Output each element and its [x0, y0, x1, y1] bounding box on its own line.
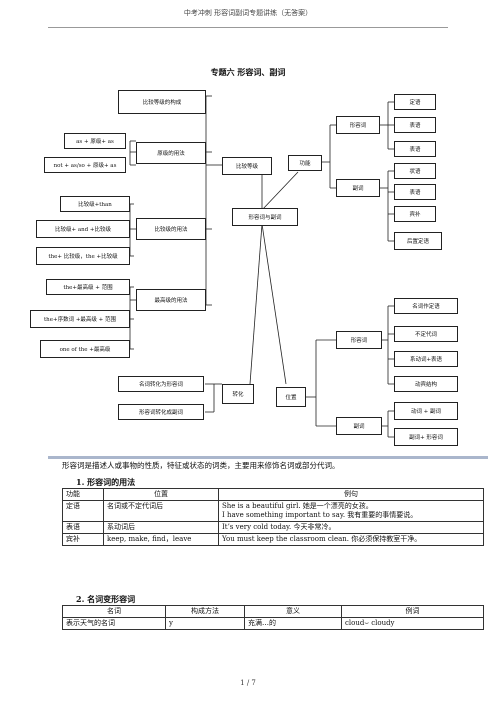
- page-header: 中考冲刺 形容词副词专题讲练（无答案）: [183, 9, 313, 17]
- mind-map-connectors: [129, 95, 394, 438]
- node-function-adj-item-1: 定语: [394, 94, 436, 110]
- node-function-adv-item-4: 后置定语: [394, 232, 442, 250]
- node-adj-to-adv: 形容词转化成副词: [118, 404, 204, 420]
- table-cell: She is a beautiful girl. 她是一个漂亮的女孩。 I ha…: [218, 500, 484, 522]
- node-conversion: 转化: [222, 384, 254, 404]
- node-position: 位置: [276, 387, 306, 407]
- table-cell: y: [165, 617, 245, 630]
- node-function-adj-item-3: 表语: [394, 141, 436, 157]
- table-cell: 定语: [62, 500, 104, 522]
- node-comp-and: 比较级+ and +比较级: [36, 220, 130, 238]
- table-row: 表语 系动词后 It’s very cold today. 今天非常冷。: [62, 521, 484, 534]
- node-the-the: the+ 比较级，the +比较级: [36, 247, 130, 265]
- table-header-row: 名词 构成方法 意义 例词: [62, 605, 484, 618]
- node-the-superlative: the+最高级 + 范围: [46, 279, 130, 295]
- node-function: 功能: [288, 155, 322, 171]
- example-sentence: She is a beautiful girl. 她是一个漂亮的女孩。: [222, 502, 373, 510]
- header-rule: [48, 27, 448, 28]
- node-root: 形容词与副词: [232, 208, 298, 226]
- example-sentence: I have something important to say. 我有重要的…: [222, 511, 418, 519]
- table-row: 定语 名词或不定代词后 She is a beautiful girl. 她是一…: [62, 500, 484, 522]
- node-not-as: not + as/so + 原级+ as: [44, 157, 126, 173]
- node-noun-to-adj: 名词转化为形容词: [118, 376, 204, 392]
- table-cell: 充满…的: [244, 617, 342, 630]
- table-cell: You must keep the classroom clean. 你必须保持…: [218, 533, 484, 546]
- node-function-adj: 形容词: [336, 116, 380, 134]
- node-function-adv-item-1: 状语: [394, 163, 436, 179]
- node-compare-construction: 比较等级的构成: [118, 90, 206, 114]
- node-comp-than: 比较级+than: [60, 196, 130, 212]
- node-function-adj-item-2: 表语: [394, 117, 436, 133]
- node-function-adv-item-3: 宾补: [394, 206, 436, 222]
- intro-paragraph: 形容词是描述人或事物的性质，特征或状态的词类，主要用来修饰名词或部分代词。: [62, 461, 340, 470]
- table-header: 意义: [244, 605, 342, 618]
- table-header: 名词: [62, 605, 166, 618]
- table-cell: 系动词后: [103, 521, 219, 534]
- table-header-row: 功能 位置 例句: [62, 488, 484, 501]
- node-position-adv: 副词: [336, 417, 382, 435]
- section-1-heading: 1. 形容词的用法: [76, 477, 136, 487]
- node-function-adv: 副词: [336, 179, 380, 197]
- node-one-of-the: one of the +最高级: [40, 340, 130, 358]
- node-position-adj-item-2: 不定代词: [394, 326, 458, 342]
- table-header: 例词: [341, 605, 484, 618]
- node-position-adv-item-2: 副词+ 形容词: [394, 428, 458, 446]
- node-superlative-usage: 最高级的用法: [136, 289, 206, 311]
- table-cell: 名词或不定代词后: [103, 500, 219, 522]
- section-2-heading: 2. 名词变形容词: [76, 594, 136, 604]
- table-cell: cloud⌣ cloudy: [341, 617, 484, 630]
- node-positive-usage: 原级的用法: [136, 142, 206, 164]
- node-the-ordinal: the+序数词 +最高级 + 范围: [30, 310, 130, 328]
- node-comparative-usage: 比较级的用法: [136, 218, 206, 240]
- table-row: 宾补 keep, make, find，leave You must keep …: [62, 533, 484, 546]
- table-cell: It’s very cold today. 今天非常冷。: [218, 521, 484, 534]
- table-cell: 表语: [62, 521, 104, 534]
- table-cell: keep, make, find，leave: [103, 533, 219, 546]
- noun-to-adj-table: 名词 构成方法 意义 例词 表示天气的名词 y 充满…的 cloud⌣ clou…: [62, 605, 484, 630]
- table-header: 位置: [103, 488, 219, 501]
- table-cell: 宾补: [62, 533, 104, 546]
- node-compare-forms: 比较等级: [222, 157, 272, 175]
- node-as-as: as + 原级+ as: [64, 133, 126, 149]
- table-header: 构成方法: [165, 605, 245, 618]
- table-cell: 表示天气的名词: [62, 617, 166, 630]
- page-title: 专题六 形容词、副词: [210, 67, 286, 77]
- node-function-adv-item-2: 表语: [394, 184, 436, 200]
- usage-table: 功能 位置 例句 定语 名词或不定代词后 She is a beautiful …: [62, 488, 484, 546]
- page-number: 1 / 7: [240, 679, 256, 687]
- section-divider: [48, 456, 488, 459]
- table-header: 功能: [62, 488, 104, 501]
- node-position-adj-item-4: 动宾结构: [394, 376, 458, 392]
- node-position-adv-item-1: 动词 + 副词: [394, 402, 458, 420]
- table-row: 表示天气的名词 y 充满…的 cloud⌣ cloudy: [62, 617, 484, 630]
- node-position-adj-item-1: 名词作定语: [394, 298, 458, 314]
- table-header: 例句: [218, 488, 484, 501]
- node-position-adj: 形容词: [336, 331, 382, 349]
- node-position-adj-item-3: 系动词+表语: [394, 351, 458, 367]
